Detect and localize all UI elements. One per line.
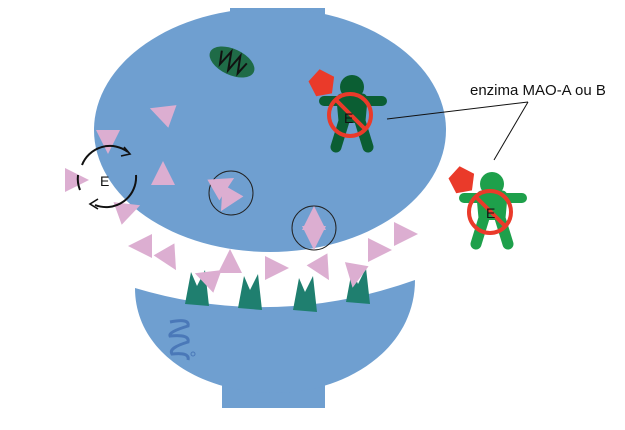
enzyme-figure-inside [308, 69, 387, 153]
outer-enzyme-letter: E [486, 205, 495, 221]
receptor-icon [293, 276, 317, 312]
callout-line [493, 101, 529, 161]
neurotransmitter-icon [149, 105, 177, 128]
neurotransmitter-icon [302, 226, 326, 250]
inhibitor-pentagon-icon [308, 69, 335, 97]
neurotransmitter-icon [113, 202, 141, 225]
neurotransmitter-icon [194, 270, 222, 293]
callout-line [386, 101, 529, 120]
neurotransmitter-icon [151, 161, 175, 185]
enzyme-figure-outside [448, 166, 527, 250]
mitochondrion-icon [209, 46, 255, 78]
postsynaptic-neuron [135, 280, 415, 393]
neurotransmitter-icon [368, 238, 392, 262]
presynaptic-terminal [94, 8, 446, 252]
receptor-icon [238, 274, 262, 310]
reuptake-cycle-icon [76, 145, 138, 210]
enzyme-label: enzima MAO-A ou B [470, 82, 606, 99]
neurotransmitter-icon [218, 249, 242, 273]
neurotransmitter-icon [394, 222, 418, 246]
neurotransmitter-icon [344, 262, 369, 288]
vesicle-icon [208, 170, 254, 216]
neurotransmitter-icon [128, 234, 152, 258]
neurotransmitter-icon [96, 130, 120, 154]
prohibited-icon [467, 189, 513, 235]
cycle-enzyme-letter: E [100, 173, 109, 189]
neurotransmitter-icon [207, 178, 235, 201]
dna-helix-icon [168, 319, 196, 361]
prohibited-icon [327, 92, 373, 138]
neurotransmitter-icon [265, 256, 289, 280]
neurotransmitter-icon [221, 184, 244, 212]
neurotransmitter-icon [153, 243, 176, 271]
neurotransmitter-icon [306, 253, 329, 281]
neurotransmitter-icon [302, 206, 326, 230]
inner-enzyme-letter: E [344, 110, 353, 126]
inhibitor-pentagon-icon [448, 166, 475, 194]
